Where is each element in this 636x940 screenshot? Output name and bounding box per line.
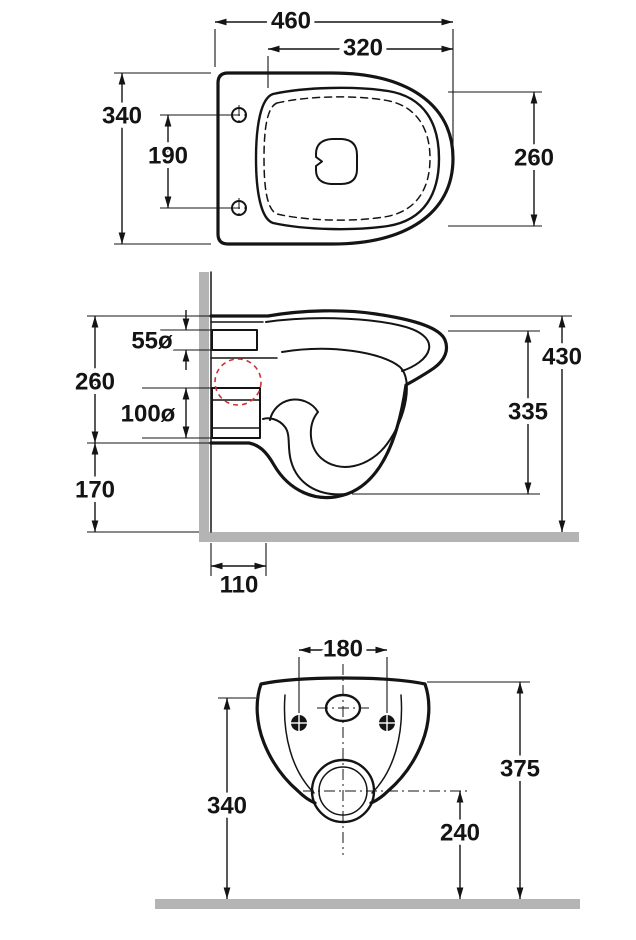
bowl-front-outline	[255, 676, 431, 805]
floor-section	[155, 899, 580, 909]
dim-label-depth: 340	[102, 103, 142, 130]
bowl-outer-outline	[216, 71, 455, 246]
dim-label-body-height: 335	[508, 399, 548, 426]
bowl-side-contour	[283, 694, 315, 794]
rim-channel-line	[265, 317, 431, 372]
bowl-cavity-line	[269, 347, 408, 468]
flush-water-spot	[315, 138, 358, 185]
outlet-pipe-inner	[318, 766, 368, 816]
outlet-pipe-outer	[310, 758, 376, 824]
dim-label-overall-height: 430	[542, 344, 582, 371]
dim-label-hole-spacing: 190	[148, 143, 188, 170]
dim-label-inlet-diameter: 55ø	[131, 328, 173, 355]
outlet-detail-marker	[214, 358, 262, 406]
bowl-rim-outline	[254, 86, 441, 231]
dim-label-overall-width: 460	[271, 8, 311, 35]
dim-label-inlet-zone: 260	[75, 369, 115, 396]
front-view: 180 340 375 240	[155, 631, 580, 909]
wall-section	[199, 272, 209, 542]
bowl-side-contour	[371, 694, 403, 794]
top-view: 460 320 340 190 260	[97, 3, 559, 246]
inlet-hole	[324, 693, 362, 723]
dim-label-lower-zone: 170	[75, 477, 115, 504]
floor-section	[199, 532, 579, 542]
dim-label-hole-spacing: 180	[323, 636, 363, 663]
bowl-side-outline	[209, 309, 449, 500]
dim-label-inner-width: 320	[343, 35, 383, 62]
dim-label-outlet-wall-distance: 110	[220, 572, 259, 599]
side-view: 55ø 260 100ø 170 430 335 110	[70, 271, 587, 603]
dim-label-overall-height: 375	[500, 756, 540, 783]
inlet-pipe-hatch	[211, 329, 258, 351]
seat-dashed-outline	[263, 96, 431, 221]
trap-line	[262, 417, 348, 496]
dim-label-bowl-width: 260	[514, 145, 554, 172]
dim-label-height-left: 340	[207, 793, 247, 820]
outlet-pipe-hatch	[211, 387, 261, 439]
dim-label-outlet-center-height: 240	[440, 820, 480, 847]
dim-label-outlet-diameter: 100ø	[121, 401, 176, 428]
